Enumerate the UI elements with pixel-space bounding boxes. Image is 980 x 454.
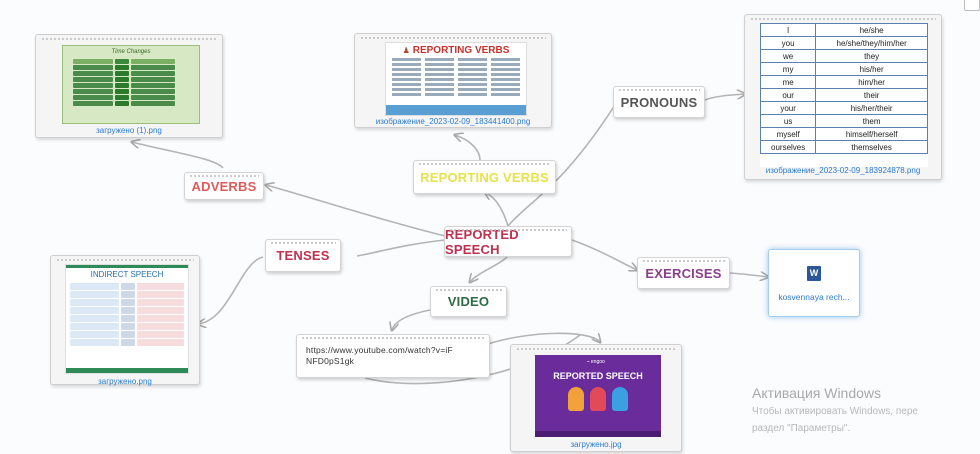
attachment-filename: kosvennaya rech... bbox=[778, 292, 850, 302]
reported-pronoun-cell: he/she/they/him/her bbox=[815, 36, 928, 50]
direct-pronoun-cell: us bbox=[760, 114, 817, 128]
reported-pronoun-cell: he/she bbox=[815, 23, 928, 37]
direct-pronoun-cell: I bbox=[760, 23, 817, 37]
video-link-node[interactable]: https://www.youtube.com/watch?v=iFNFD0pS… bbox=[296, 334, 490, 378]
reported-pronoun-cell: his/her bbox=[815, 62, 928, 76]
reported-pronoun-cell: they bbox=[815, 49, 928, 63]
direct-pronoun-cell: your bbox=[760, 101, 817, 115]
node-pronouns[interactable]: PRONOUNS bbox=[613, 86, 705, 118]
node-label: TENSES bbox=[276, 248, 330, 263]
word-document-icon: W bbox=[807, 266, 821, 281]
direct-pronoun-cell: you bbox=[760, 36, 817, 50]
character-icon bbox=[590, 387, 606, 411]
reporting-verbs-thumbnail: ♟ REPORTING VERBS bbox=[385, 42, 527, 116]
image-caption[interactable]: загружено.jpg bbox=[570, 440, 622, 449]
image-caption[interactable]: изображение_2023-02-09_183924878.png bbox=[765, 166, 921, 175]
node-reported-speech[interactable]: REPORTED SPEECH bbox=[444, 226, 572, 257]
node-handle bbox=[618, 89, 700, 91]
direct-pronoun-cell: my bbox=[760, 62, 817, 76]
node-handle bbox=[449, 229, 567, 231]
node-exercises[interactable]: EXERCISES bbox=[637, 257, 730, 289]
node-handle bbox=[360, 37, 546, 39]
reported-pronoun-cell: his/her/their bbox=[815, 101, 928, 115]
node-video[interactable]: VIDEO bbox=[430, 286, 507, 317]
reported-pronoun-cell: himself/herself bbox=[815, 127, 928, 141]
reporting-verbs-image-node[interactable]: ♟ REPORTING VERBS изображение_2023-02-09… bbox=[354, 33, 552, 128]
watermark-line: Чтобы активировать Windows, пере bbox=[752, 406, 918, 417]
thumbnail-title: REPORTED SPEECH bbox=[553, 371, 643, 381]
reported-pronoun-cell: themselves bbox=[815, 140, 928, 154]
windows-activation-title: Активация Windows bbox=[752, 385, 882, 401]
node-handle bbox=[270, 242, 336, 244]
thumbnail-title: Time Changes bbox=[111, 49, 151, 55]
node-handle bbox=[41, 38, 217, 40]
node-label: REPORTING VERBS bbox=[420, 169, 549, 185]
reported-pronoun-cell: him/her bbox=[815, 75, 928, 89]
node-tenses[interactable]: TENSES bbox=[265, 239, 341, 272]
adverbs-image-node[interactable]: Time Changes загружено (1).png bbox=[35, 34, 223, 138]
node-label: EXERCISES bbox=[645, 265, 722, 281]
node-label: PRONOUNS bbox=[620, 94, 698, 110]
video-url-link[interactable]: https://www.youtube.com/watch?v=iFNFD0pS… bbox=[306, 345, 453, 366]
video-image-node[interactable]: ⎯ engoo REPORTED SPEECH загружено.jpg bbox=[510, 344, 682, 452]
node-handle bbox=[301, 337, 485, 339]
image-caption[interactable]: изображение_2023-02-09_183441400.png bbox=[375, 117, 531, 126]
reported-speech-thumbnail: ⎯ engoo REPORTED SPEECH bbox=[535, 355, 661, 437]
node-handle bbox=[642, 260, 725, 262]
node-reporting-verbs[interactable]: REPORTING VERBS bbox=[413, 160, 556, 194]
image-caption[interactable]: загружено (1).png bbox=[96, 126, 162, 135]
reported-pronoun-cell: their bbox=[815, 88, 928, 102]
watermark-line: раздел "Параметры". bbox=[752, 423, 851, 434]
image-caption[interactable]: загружено.png bbox=[98, 377, 152, 386]
node-handle bbox=[189, 175, 259, 177]
character-icon bbox=[612, 387, 628, 411]
direct-pronoun-cell: myself bbox=[760, 127, 817, 141]
character-icon bbox=[568, 387, 584, 411]
tenses-image-node[interactable]: INDIRECT SPEECH загружено.png bbox=[50, 255, 200, 386]
indirect-speech-thumbnail: INDIRECT SPEECH bbox=[65, 264, 189, 374]
reported-pronoun-cell: them bbox=[815, 114, 928, 128]
attachment-node[interactable]: W kosvennaya rech... bbox=[768, 249, 860, 317]
time-changes-thumbnail: Time Changes bbox=[62, 45, 200, 124]
node-handle bbox=[750, 18, 936, 20]
windows-activation-text: Чтобы активировать Windows, пере раздел … bbox=[752, 403, 980, 437]
node-handle bbox=[516, 348, 676, 350]
direct-pronoun-cell: our bbox=[760, 88, 817, 102]
node-label: VIDEO bbox=[447, 294, 490, 309]
node-handle bbox=[418, 163, 551, 165]
node-handle bbox=[56, 259, 194, 261]
node-label: ADVERBS bbox=[191, 178, 257, 194]
thumbnail-title: INDIRECT SPEECH bbox=[90, 270, 164, 279]
node-label: REPORTED SPEECH bbox=[445, 226, 519, 257]
direct-pronoun-cell: we bbox=[760, 49, 817, 63]
person-icon: ♟ bbox=[402, 46, 410, 55]
node-handle bbox=[435, 289, 502, 291]
thumbnail-title: REPORTING VERBS bbox=[412, 45, 510, 56]
node-adverbs[interactable]: ADVERBS bbox=[184, 172, 264, 200]
direct-pronoun-cell: ourselves bbox=[760, 140, 817, 154]
panel-toggle-icon[interactable] bbox=[964, 0, 980, 11]
direct-pronoun-cell: me bbox=[760, 75, 817, 89]
